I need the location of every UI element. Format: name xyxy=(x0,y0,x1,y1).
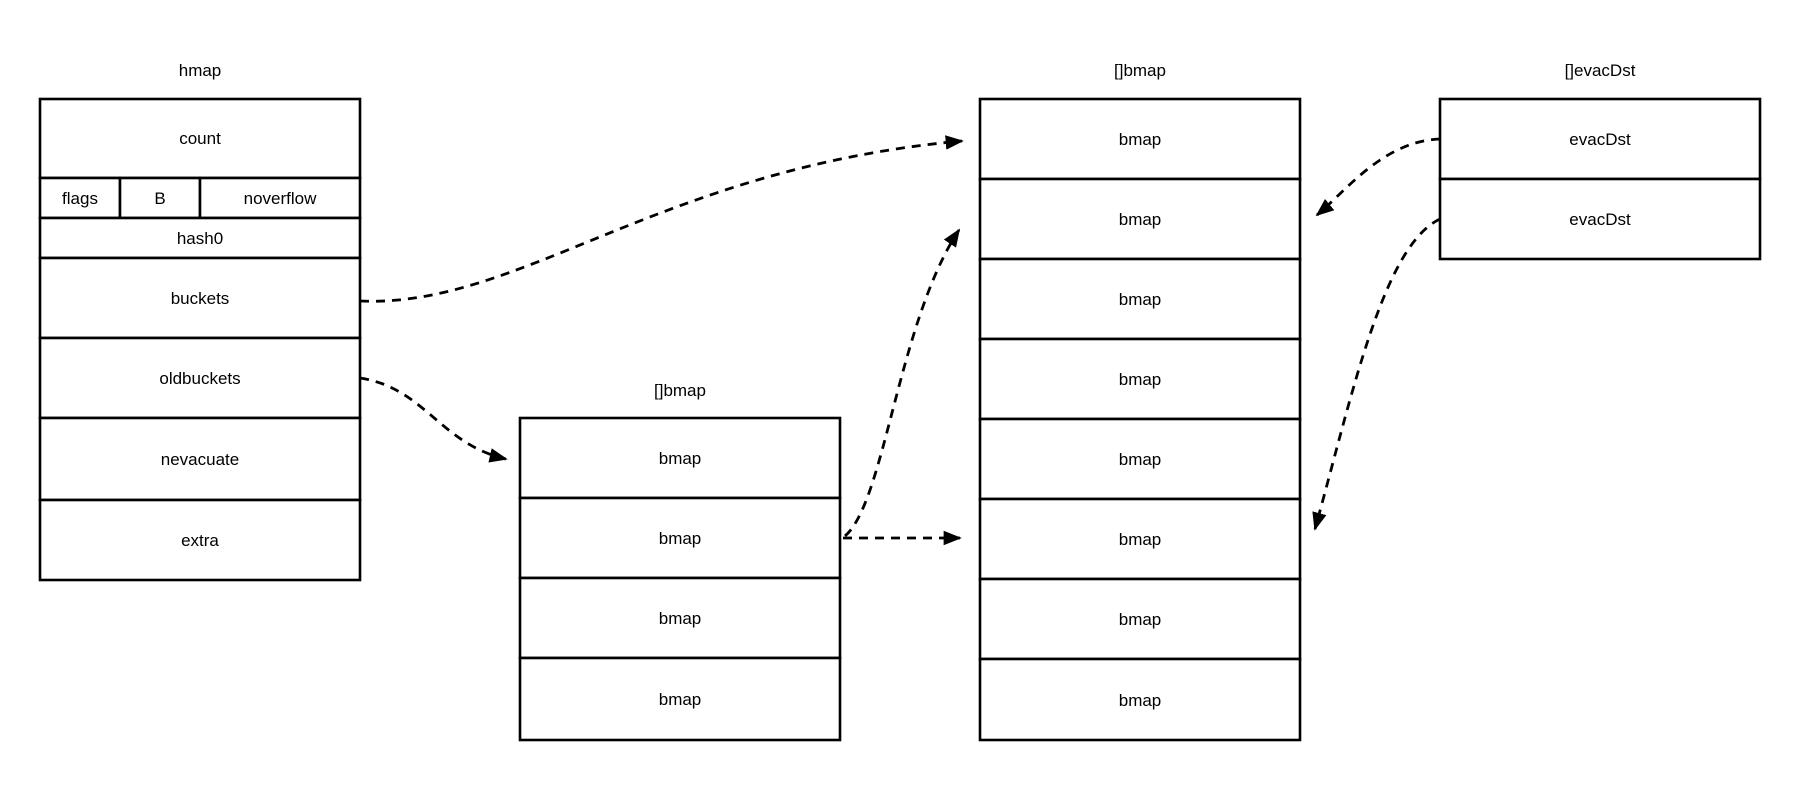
old-bmap-cell-3-label: bmap xyxy=(659,690,702,709)
new-buckets-array-title: []bmap xyxy=(1114,61,1166,80)
arrow-buckets-to-new-bmap-0 xyxy=(359,135,964,303)
hmap-field-count-cell xyxy=(38,97,362,180)
hmap-field-extra-label: extra xyxy=(181,531,219,550)
evacdst-cell-1 xyxy=(1438,177,1762,261)
evacdst-cell-0-label: evacDst xyxy=(1569,130,1631,149)
arrow-oldbuckets-to-old-bmap-0 xyxy=(359,376,508,463)
new-bmap-cell-4 xyxy=(978,417,1302,501)
new-bmap-cell-7-label: bmap xyxy=(1119,691,1162,710)
arrow-old-bmap-1-to-new-bmap-1 xyxy=(844,228,961,538)
old-bmap-cell-0 xyxy=(518,416,842,500)
old-bmap-cell-2 xyxy=(518,576,842,660)
new-bmap-cell-7 xyxy=(978,657,1302,742)
old-bmap-cell-0-label: bmap xyxy=(659,449,702,468)
hmap-field-noverflow-label: noverflow xyxy=(244,189,317,208)
evacdst-cell-0 xyxy=(1438,97,1762,181)
new-bmap-cell-3 xyxy=(978,337,1302,421)
new-buckets-array: bmap bmap bmap bmap bmap bmap bmap bmap xyxy=(978,97,1302,742)
evac-dst-array-title: []evacDst xyxy=(1565,61,1636,80)
hmap-field-b-label: B xyxy=(154,189,165,208)
new-bmap-cell-6 xyxy=(978,577,1302,661)
new-bmap-cell-0-label: bmap xyxy=(1119,130,1162,149)
hmap-field-flags-label: flags xyxy=(62,189,98,208)
new-bmap-cell-6-label: bmap xyxy=(1119,610,1162,629)
hmap-field-nevacuate-label: nevacuate xyxy=(161,450,239,469)
hmap-field-nevacuate-cell xyxy=(38,416,362,502)
evac-dst-array: evacDst evacDst xyxy=(1438,97,1762,261)
new-bmap-cell-5-label: bmap xyxy=(1119,530,1162,549)
hmap-field-extra-cell xyxy=(38,498,362,582)
old-bmap-cell-1-label: bmap xyxy=(659,529,702,548)
hmap-field-count-label: count xyxy=(179,129,221,148)
evacdst-cell-1-label: evacDst xyxy=(1569,210,1631,229)
old-bmap-cell-3 xyxy=(518,656,842,742)
new-bmap-cell-4-label: bmap xyxy=(1119,450,1162,469)
new-bmap-cell-2 xyxy=(978,257,1302,341)
new-bmap-cell-1-label: bmap xyxy=(1119,210,1162,229)
hmap-field-hash0-label: hash0 xyxy=(177,229,223,248)
old-bmap-cell-2-label: bmap xyxy=(659,609,702,628)
arrow-evacdst-0-to-new-bmap-1 xyxy=(1315,137,1441,217)
hmap-field-noverflow-cell xyxy=(198,176,362,220)
hmap-field-buckets-label: buckets xyxy=(171,289,230,308)
new-bmap-cell-3-label: bmap xyxy=(1119,370,1162,389)
arrow-evacdst-1-to-new-bmap-5 xyxy=(1312,217,1441,531)
new-bmap-cell-0 xyxy=(978,97,1302,181)
new-bmap-cell-2-label: bmap xyxy=(1119,290,1162,309)
old-bmap-cell-1-highlighted xyxy=(518,496,842,580)
hmap-field-oldbuckets-label: oldbuckets xyxy=(159,369,240,388)
old-buckets-array-title: []bmap xyxy=(654,381,706,400)
old-buckets-array: bmap bmap bmap bmap xyxy=(518,416,842,742)
new-bmap-cell-5-highlighted xyxy=(978,497,1302,581)
hmap-field-buckets-cell xyxy=(38,256,362,340)
hmap-struct: count flags B noverflow hash0 buckets ol… xyxy=(38,97,362,582)
hmap-struct-title: hmap xyxy=(179,61,222,80)
